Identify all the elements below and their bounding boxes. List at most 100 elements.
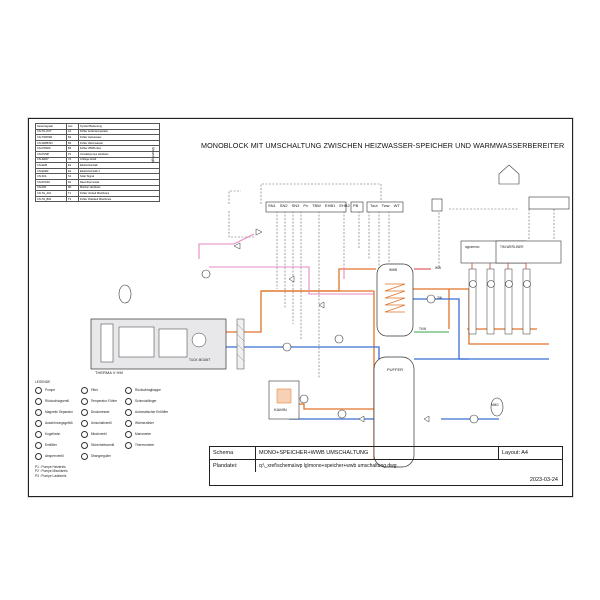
legend-item: Filter xyxy=(80,387,117,395)
legend-symbol-icon xyxy=(80,398,88,406)
legend-item-label: Filter xyxy=(90,388,98,393)
controller-left-label: apparemo xyxy=(465,245,480,249)
legend-symbol-icon xyxy=(80,387,88,395)
layout-label: Layout: A4 xyxy=(498,447,562,459)
controller-right-label: TIM-WERLINER xyxy=(500,245,524,249)
terminal-label: Pv xyxy=(303,203,309,208)
legend-item: Thermometer xyxy=(125,442,168,450)
terminal-label: SN3 xyxy=(291,203,300,208)
buffer-tank-shape xyxy=(373,356,415,468)
legend-item-label: Entlüfter xyxy=(45,443,57,448)
plan-label: Plandatei: xyxy=(210,460,256,472)
legend-symbol-icon xyxy=(35,420,42,428)
legend-note: P3 : Pumpe Ladekreis xyxy=(35,473,67,478)
legend-item: Schmutzfänger xyxy=(125,398,168,406)
terminal-label: EHB1 xyxy=(324,203,336,208)
legend-item: Sicherheitsventil xyxy=(80,442,117,450)
legend-note: P1 : Pumpe Heizkreis xyxy=(35,465,66,470)
legend-note: P2 : Pumpe Mischkreis xyxy=(35,469,68,474)
legend-item: Absperrventil xyxy=(35,453,73,461)
legend-item-label: Sicherheitsventil xyxy=(90,443,115,448)
legend-item-label: Thermometer xyxy=(135,443,155,448)
zw-label: ZW xyxy=(437,296,442,300)
legend-symbol-icon xyxy=(125,409,133,417)
legend-item-label: Manometer xyxy=(135,432,152,437)
dhw-label: WWB xyxy=(389,268,398,272)
legend-item: Umschaltventil xyxy=(80,420,117,428)
legend-item: Automatischer Entlüfter xyxy=(125,409,169,417)
heat-pump-label: THERMA V HM xyxy=(95,370,123,375)
plan-value: q:\_xref\schema\wp lg\mono+speicher+wwb … xyxy=(259,463,397,469)
legend-symbol-icon xyxy=(125,431,133,439)
schema-label: Schema xyxy=(210,447,256,459)
buffer-label: PUFFER xyxy=(387,367,403,372)
terminal-label: SN1 xyxy=(268,203,276,208)
terminal-row-2: PB xyxy=(353,204,358,208)
legend-symbol-icon xyxy=(125,398,133,406)
legend-item: Temperatur-Fühler xyxy=(80,398,118,406)
legend-symbol-icon xyxy=(80,442,88,450)
legend-symbol-icon xyxy=(125,387,133,395)
pumps xyxy=(201,269,531,424)
signal-table-cell: Fühler Rücklauf Mischkreis xyxy=(78,195,160,203)
signal-table: Steuersignale Anz. Symbol Bedeutung CN-T… xyxy=(35,123,160,203)
diagram-title: MONOBLOCK MIT UMSCHALTUNG ZWISCHEN HEIZW… xyxy=(201,141,565,150)
terminal-label: WT xyxy=(393,203,400,208)
legend-item-label: Wärmezähler xyxy=(135,421,154,426)
legend-symbol-icon xyxy=(35,398,42,406)
legend-item-label: Rückschlagventil xyxy=(45,399,69,404)
legend-symbol-icon xyxy=(80,409,88,417)
legend-symbol-icon xyxy=(80,420,88,428)
terminal-label: TBW xyxy=(312,203,321,208)
mmg-label: MMG xyxy=(491,403,499,407)
legend-item-label: Rückschlagklappe xyxy=(135,388,161,393)
legend-item: Druckmesser xyxy=(80,409,117,417)
wall-mount-label: TUCK MOUNT xyxy=(189,358,211,362)
signal-table-cell: T2 xyxy=(66,195,79,203)
fireplace-label: KAMIN xyxy=(274,407,287,412)
legend-symbol-icon xyxy=(35,431,42,439)
legend-symbol-icon xyxy=(125,420,133,428)
terminal-label: Tout xyxy=(370,203,378,208)
legend-item-label: Magnetic Separator xyxy=(45,410,73,415)
legend-item-label: Ausdehnungsgefäß xyxy=(45,421,73,426)
legend-item: Manometer xyxy=(125,431,168,439)
legend-item-label: Mischventil xyxy=(90,432,107,437)
legend-item-label: Automatischer Entlüfter xyxy=(135,410,169,415)
legend-item: Mischventil xyxy=(80,431,117,439)
ww-label: WW xyxy=(435,266,442,270)
legend-symbol-icon xyxy=(80,431,88,439)
terminal-label: Tww xyxy=(381,203,390,208)
legend-item-label: Temperatur-Fühler xyxy=(90,399,118,404)
dhw-loop xyxy=(198,233,374,295)
legend-symbol-icon xyxy=(35,387,42,395)
tkw-label: TKW xyxy=(419,327,427,331)
legend-item: Wärmezähler xyxy=(125,420,168,428)
legend-item: Entlüfter xyxy=(35,442,73,450)
dhw-tank-shape xyxy=(376,263,414,337)
legend-symbol-icon xyxy=(35,442,42,450)
legend-symbol-icon xyxy=(35,409,42,417)
legend-symbol-icon xyxy=(80,453,88,461)
legend-item-label: Pumpe xyxy=(45,388,56,393)
legend-item: Kugelhahn xyxy=(35,431,73,439)
title-block: Schema MONO+SPEICHER+WWB UMSCHALTUNG Lay… xyxy=(209,446,563,486)
legend-item: Pumpe xyxy=(35,387,73,395)
legend-item: Magnetic Separator xyxy=(35,409,73,417)
legend-item: Rückschlagventil xyxy=(35,398,73,406)
legend-item-label: Absperrventil xyxy=(45,454,64,459)
legend-item-label: Druckmesser xyxy=(90,410,110,415)
legend-heading: LEGENDE xyxy=(35,380,51,384)
legend-item-label: Umschaltventil xyxy=(90,421,112,426)
legend-item-label: Schmutzfänger xyxy=(135,399,157,404)
house-icon xyxy=(498,164,520,185)
